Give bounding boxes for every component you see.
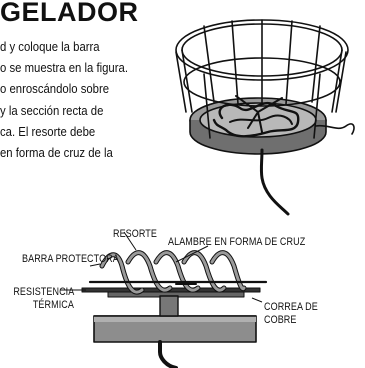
label-heater-line1: RESISTENCIA xyxy=(13,286,75,298)
label-cross-wire: ALAMBRE EN FORMA DE CRUZ xyxy=(168,236,306,248)
label-strap-line2: COBRE xyxy=(264,314,297,326)
label-guard-bar: BARRA PROTECTORA xyxy=(22,253,119,265)
paragraph-line: ca. El resorte debe xyxy=(0,123,96,139)
section-title: GELADOR xyxy=(0,0,139,27)
paragraph-line: o se muestra en la figura. xyxy=(0,60,128,76)
paragraph-line: en forma de cruz de la xyxy=(0,145,113,161)
label-spring: RESORTE xyxy=(112,228,158,240)
paragraph-line: d y coloque la barra xyxy=(0,39,100,54)
paragraph-line: y la sección recta de xyxy=(0,102,104,118)
label-heater-line2: TÉRMICA xyxy=(32,299,74,311)
instruction-paragraph: d y coloque la barra o se muestra en la … xyxy=(0,36,144,163)
paragraph-line: o enroscándolo sobre xyxy=(0,81,110,97)
label-strap-line1: CORREA DE xyxy=(264,301,318,313)
